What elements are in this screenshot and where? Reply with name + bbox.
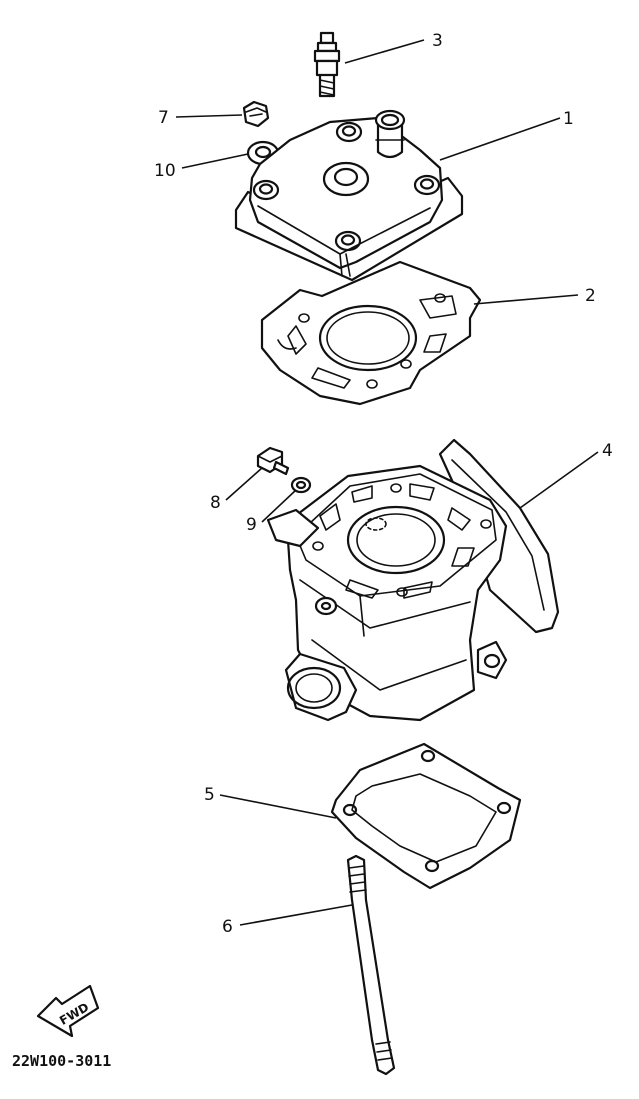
- leader-line-1: [439, 117, 561, 161]
- callout-labels: 7 10 3 1 2 4 8 9 5 6: [154, 31, 613, 937]
- callout-1: 1: [563, 109, 574, 129]
- cylinder-part: [266, 438, 560, 722]
- leader-line-8: [225, 467, 263, 501]
- bolt-part: [256, 446, 290, 476]
- leader-line-9: [261, 489, 297, 523]
- callout-6: 6: [222, 917, 233, 937]
- leader-line-3: [344, 39, 425, 64]
- drawing-code: 22W100-3011: [12, 1052, 111, 1070]
- leader-line-5: [219, 794, 337, 819]
- small-washer-part: [290, 476, 312, 494]
- head-gasket-part: [260, 260, 482, 406]
- leader-line-4: [519, 451, 599, 509]
- forward-direction-arrow: FWD: [36, 984, 100, 1038]
- arrow-left-icon: [36, 984, 100, 1038]
- leader-line-7: [175, 114, 243, 118]
- spark-plug-part: [313, 31, 341, 98]
- leader-lines: [175, 39, 599, 926]
- head-nut-part: [242, 100, 270, 128]
- cylinder-head-part: [234, 109, 464, 282]
- leader-line-6: [239, 904, 353, 926]
- callout-10: 10: [154, 161, 176, 181]
- callout-8: 8: [210, 493, 221, 513]
- leader-line-2: [473, 294, 579, 305]
- callout-3: 3: [432, 31, 443, 51]
- callout-5: 5: [204, 785, 215, 805]
- stud-bolt-part: [346, 854, 396, 1076]
- base-gasket-part: [330, 742, 522, 890]
- leader-line-10: [181, 153, 249, 169]
- callout-2: 2: [585, 286, 596, 306]
- callout-4: 4: [602, 441, 613, 461]
- callout-7: 7: [158, 108, 169, 128]
- callout-9: 9: [246, 515, 257, 535]
